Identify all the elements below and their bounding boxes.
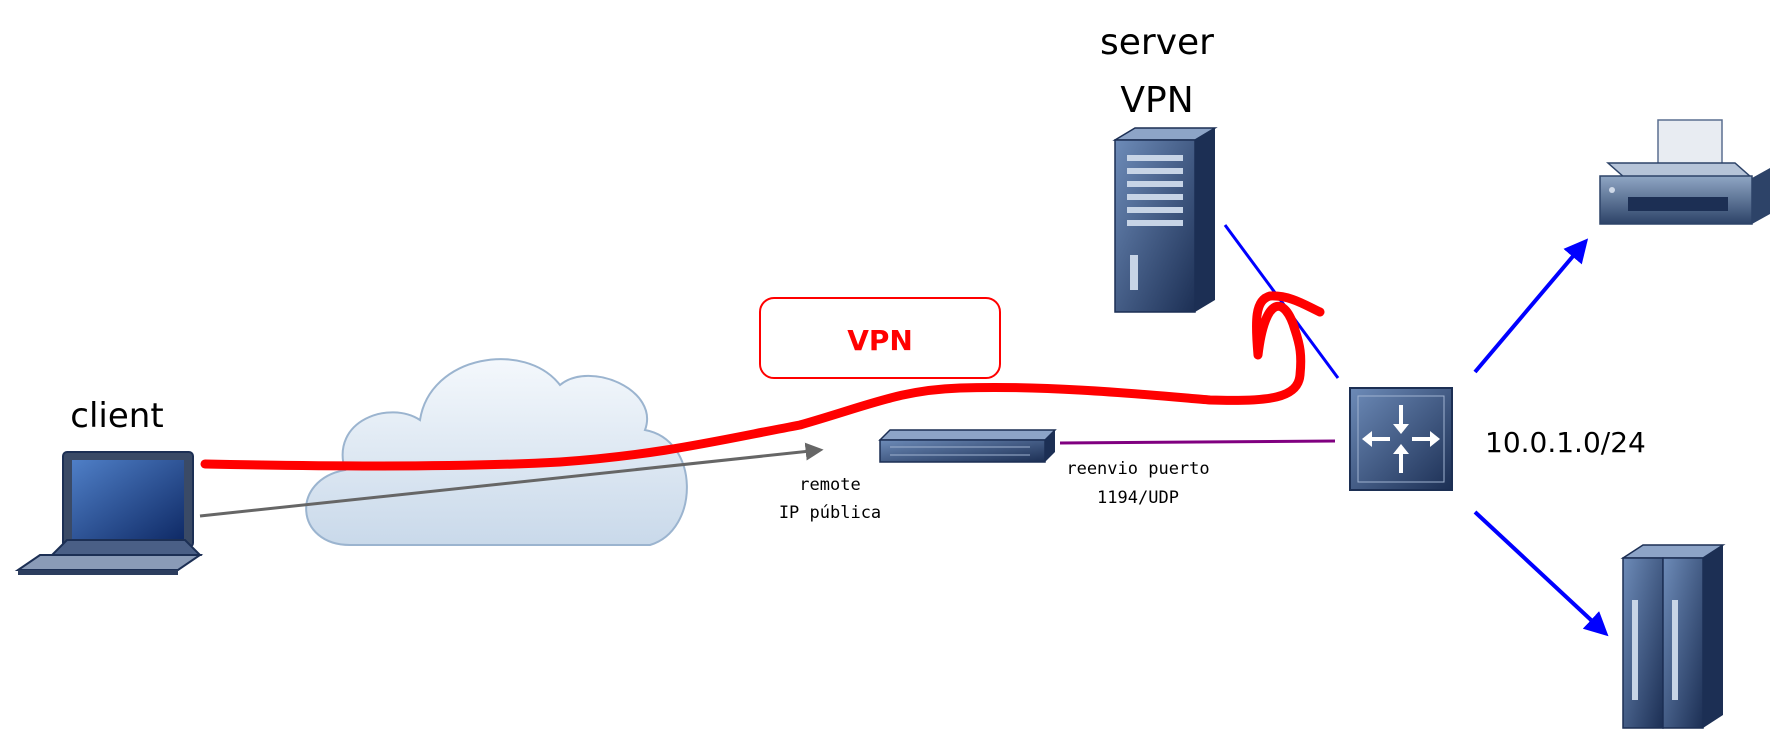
laptop-icon <box>14 451 204 575</box>
remote-label-line2: IP pública <box>779 503 881 523</box>
tower-server-icon <box>1112 127 1218 313</box>
server-router-link <box>1223 224 1340 379</box>
vpn-tunnel-path <box>200 291 1325 471</box>
printer-icon <box>1599 119 1770 225</box>
client-label: client <box>70 396 163 436</box>
router-icon <box>1349 387 1453 491</box>
subnet-label: 10.0.1.0/24 <box>1485 426 1646 459</box>
remote-label-line1: remote <box>799 475 860 495</box>
client-link <box>199 442 824 518</box>
server-label-line1: server <box>1100 22 1214 63</box>
router-servers-link <box>1473 510 1609 637</box>
vpn-label-box <box>759 297 1001 379</box>
forward-label-line1: reenvio puerto <box>1066 459 1209 479</box>
rack-appliance-icon <box>878 429 1057 463</box>
server-rack-icon <box>1620 544 1726 729</box>
vpn-box-label: VPN <box>847 324 913 357</box>
router-printer-link <box>1473 238 1589 374</box>
server-label-line2: VPN <box>1120 80 1193 121</box>
port-forward-link <box>1059 439 1336 445</box>
forward-label-line2: 1194/UDP <box>1097 488 1179 508</box>
